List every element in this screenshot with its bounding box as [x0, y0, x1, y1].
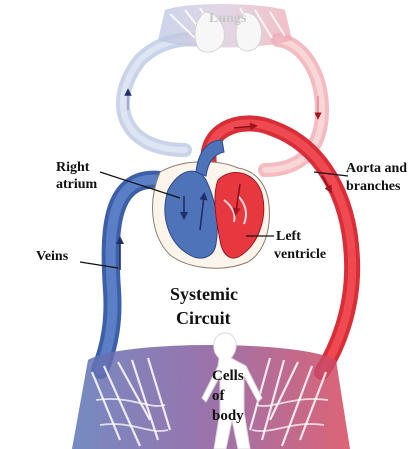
- label-systemic-2: Circuit: [176, 308, 231, 328]
- aorta-flow-arrow-side: [321, 175, 332, 194]
- label-cells-3: body: [212, 408, 244, 424]
- label-cells-1: Cells: [212, 368, 244, 384]
- label-lungs: Lungs: [209, 11, 247, 26]
- heart: [152, 139, 270, 269]
- pulmonary-vein-pale-core: [262, 37, 326, 173]
- systemic-veins: [91, 170, 169, 379]
- label-left-ventricle-2: ventricle: [274, 247, 326, 262]
- heart-flow-arrow-blue-up: [199, 192, 208, 231]
- leader-lines: [79, 171, 349, 269]
- label-systemic-1: Systemic: [170, 284, 238, 304]
- pulmonary-trunk: [195, 139, 225, 177]
- leader-aorta: [313, 171, 349, 177]
- label-aorta-2: branches: [346, 179, 401, 194]
- body-capillary-bed: [72, 332, 350, 449]
- aortic-arch-inner: [204, 119, 357, 376]
- aorta-flow-arrow-top: [233, 122, 258, 131]
- heart-flow-arrow-red: [232, 183, 241, 216]
- label-veins: Veins: [36, 249, 69, 264]
- lung-outline: [194, 11, 262, 53]
- label-left-ventricle-1: Left: [276, 229, 301, 244]
- vena-cava-inner: [95, 174, 165, 375]
- label-cells-2: of: [212, 388, 226, 404]
- aorta-and-branches: [200, 115, 361, 380]
- labels: Lungs Right atrium Aorta and branches Ve…: [36, 11, 407, 424]
- label-aorta-1: Aorta and: [346, 161, 407, 176]
- label-right-atrium-2: atrium: [56, 177, 98, 192]
- body-silhouette: [201, 332, 263, 449]
- leader-veins: [79, 261, 119, 269]
- leader-right-atrium: [99, 171, 181, 199]
- label-right-atrium-1: Right: [56, 160, 90, 175]
- lung-capillary-bed: [158, 4, 292, 53]
